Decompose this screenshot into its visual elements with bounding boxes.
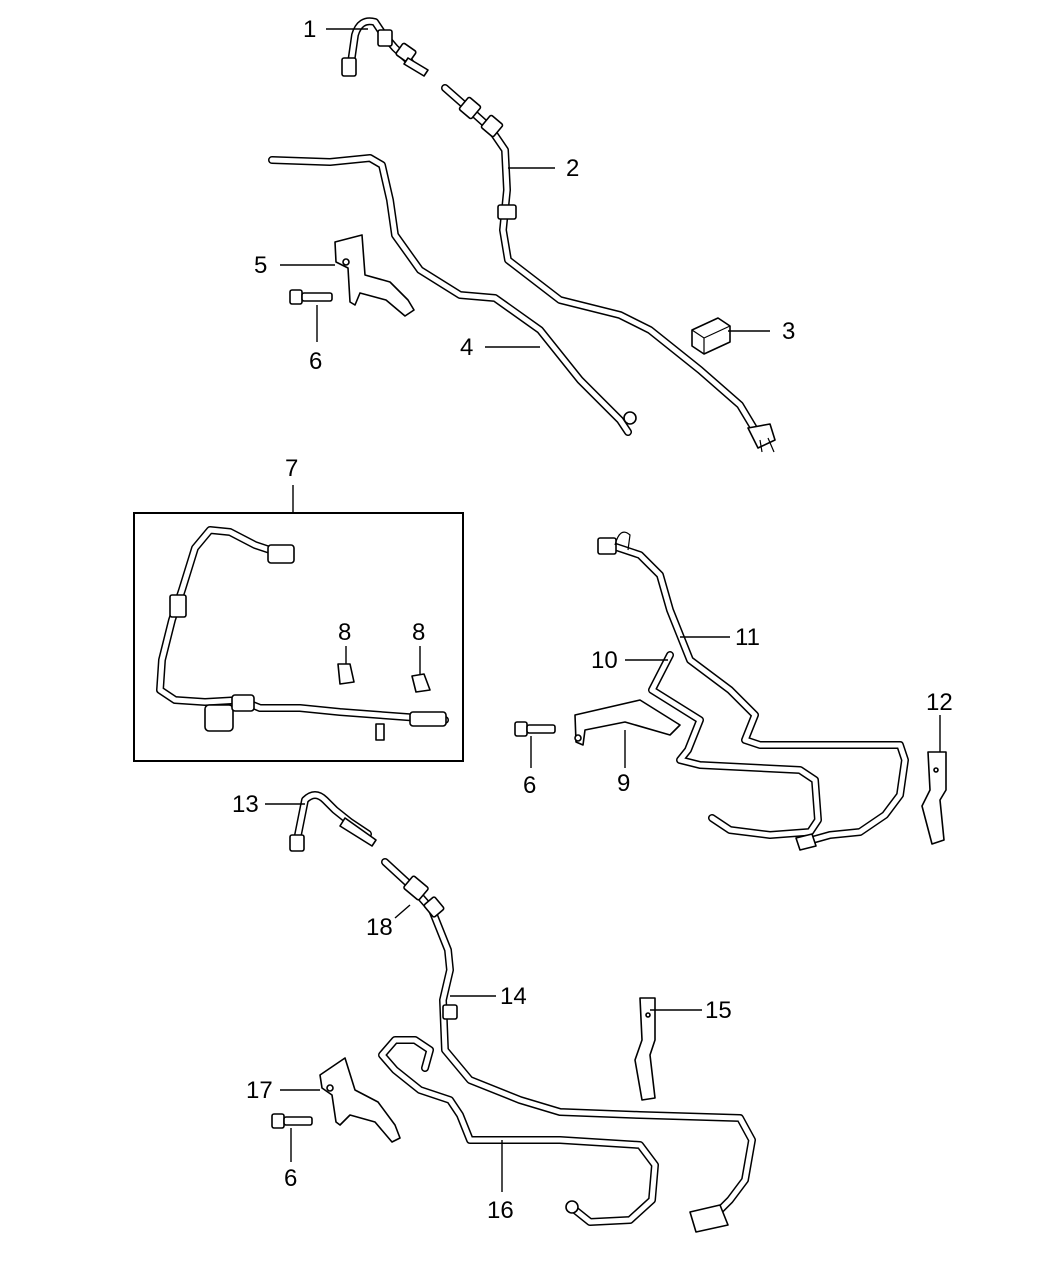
clip-part-3 bbox=[691, 317, 731, 355]
callout-3: 3 bbox=[782, 318, 795, 345]
clip-part-8a bbox=[337, 663, 355, 685]
callout-18: 18 bbox=[366, 914, 393, 941]
leader-lines bbox=[265, 28, 941, 1192]
callout-8a: 8 bbox=[338, 619, 351, 646]
sensor-harness-part-2 bbox=[441, 84, 776, 453]
callout-6a: 6 bbox=[309, 348, 322, 375]
bolt-part-6a bbox=[289, 289, 333, 305]
callout-9: 9 bbox=[617, 770, 630, 797]
bracket-part-15 bbox=[634, 997, 656, 1101]
sensor-harness-part-11 bbox=[597, 531, 909, 851]
tube-part-16 bbox=[378, 1036, 659, 1226]
bracket-part-9 bbox=[574, 699, 681, 746]
part-7-frame bbox=[133, 512, 464, 762]
callout-14: 14 bbox=[500, 983, 527, 1010]
sensor-harness-part-13 bbox=[289, 791, 377, 852]
callout-11: 11 bbox=[735, 624, 760, 651]
clip-part-8b bbox=[411, 673, 431, 693]
callout-2: 2 bbox=[566, 155, 579, 182]
callout-17: 17 bbox=[246, 1077, 273, 1104]
callout-4: 4 bbox=[460, 334, 473, 361]
bracket-part-5 bbox=[334, 234, 415, 317]
harness-part-7 bbox=[156, 526, 449, 741]
callout-15: 15 bbox=[705, 997, 732, 1024]
sensor-harness-part-14 bbox=[381, 858, 756, 1233]
sensor-harness-part-1 bbox=[341, 17, 429, 77]
callout-1: 1 bbox=[303, 16, 316, 43]
callout-10: 10 bbox=[591, 647, 618, 674]
callout-12: 12 bbox=[926, 689, 953, 716]
bolt-part-6b bbox=[514, 721, 556, 737]
tube-part-4 bbox=[268, 154, 637, 436]
callout-5: 5 bbox=[254, 252, 267, 279]
callout-13: 13 bbox=[232, 791, 259, 818]
callout-6b: 6 bbox=[523, 772, 536, 799]
bracket-part-12 bbox=[921, 751, 947, 845]
bolt-part-6c bbox=[271, 1113, 313, 1129]
callout-16: 16 bbox=[487, 1197, 514, 1224]
callout-7: 7 bbox=[285, 455, 298, 482]
tube-part-10 bbox=[648, 651, 822, 839]
bracket-part-17 bbox=[319, 1057, 401, 1143]
callout-8b: 8 bbox=[412, 619, 425, 646]
callout-6c: 6 bbox=[284, 1165, 297, 1192]
callout-labels: 1 2 3 4 5 6 6 6 7 8 8 9 10 11 12 13 14 1… bbox=[232, 16, 953, 1224]
